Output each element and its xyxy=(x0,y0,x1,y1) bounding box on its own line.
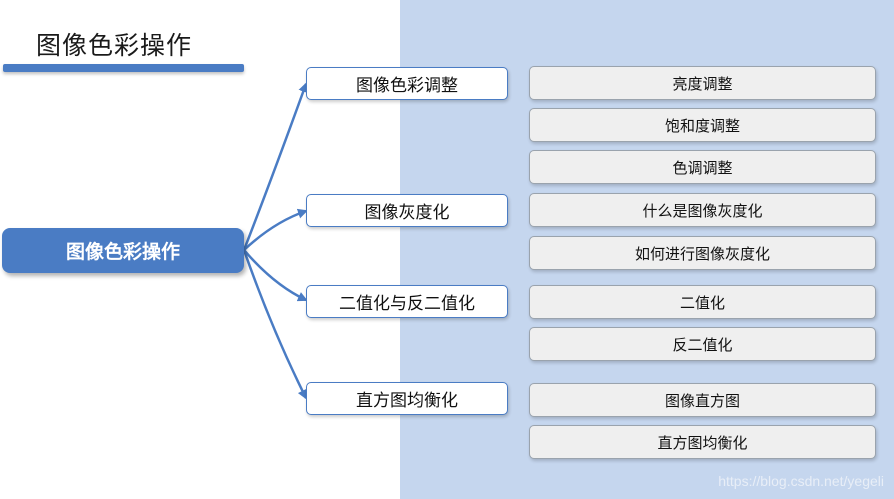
branch-node-binarization: 二值化与反二值化 xyxy=(306,285,508,318)
slide-title: 图像色彩操作 xyxy=(36,31,193,60)
root-node: 图像色彩操作 xyxy=(2,228,244,273)
leaf-node-brightness: 亮度调整 xyxy=(529,66,876,100)
watermark-url: https://blog.csdn.net/yegeli xyxy=(718,473,884,489)
arrow-to-branch-3 xyxy=(243,249,308,302)
leaf-node-inverse-binarize: 反二值化 xyxy=(529,327,876,361)
branch-node-histogram-equalization: 直方图均衡化 xyxy=(306,382,508,415)
leaf-node-how-to-grayscale: 如何进行图像灰度化 xyxy=(529,236,876,270)
leaf-node-histogram-equalization: 直方图均衡化 xyxy=(529,425,876,459)
leaf-node-binarize: 二值化 xyxy=(529,285,876,319)
title-underline-bar xyxy=(3,64,244,72)
arrow-to-branch-4 xyxy=(242,249,308,400)
leaf-node-hue: 色调调整 xyxy=(529,150,876,184)
leaf-node-saturation: 饱和度调整 xyxy=(529,108,876,142)
leaf-node-image-histogram: 图像直方图 xyxy=(529,383,876,417)
arrow-to-branch-2 xyxy=(243,208,308,251)
branch-node-color-adjust: 图像色彩调整 xyxy=(306,67,508,100)
branch-node-grayscale: 图像灰度化 xyxy=(306,194,508,227)
arrow-to-branch-1 xyxy=(242,82,308,251)
leaf-node-what-is-grayscale: 什么是图像灰度化 xyxy=(529,193,876,227)
